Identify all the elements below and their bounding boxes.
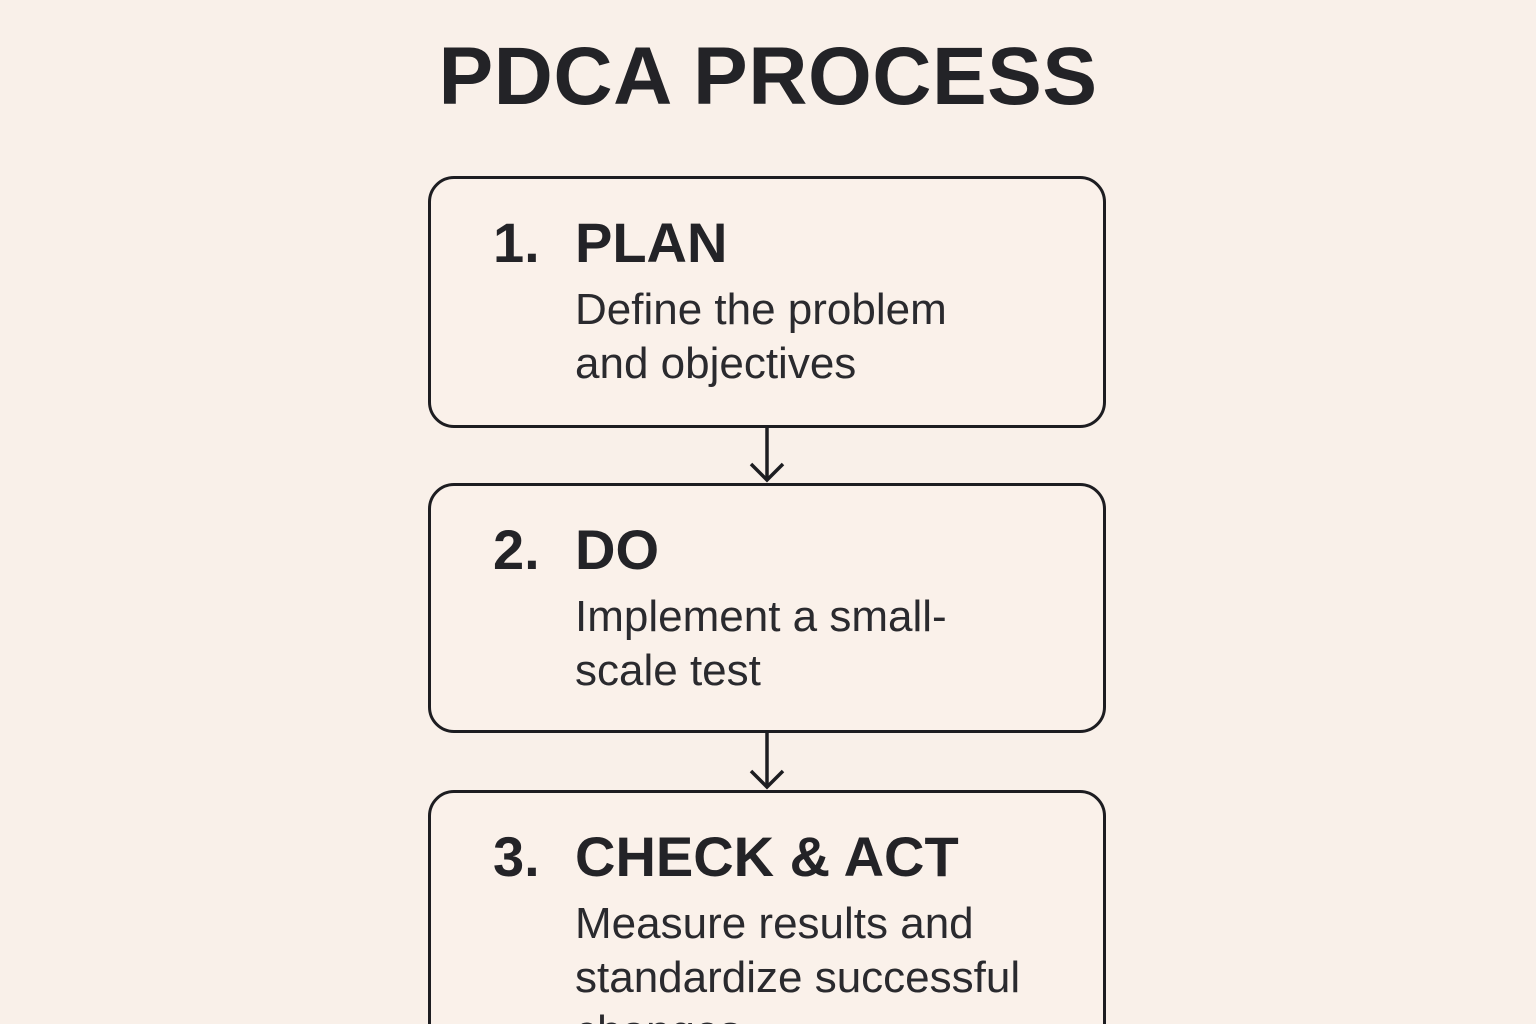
step-number: 3. [493,825,540,888]
step-label: PLAN [575,211,728,274]
step-label: CHECK & ACT [575,825,959,888]
description-line: scale test [575,646,761,696]
step-number: 1. [493,211,540,274]
description-line: changes [575,1005,1073,1024]
step-number: 2. [493,518,540,581]
step-heading: 2. DO [431,518,1103,582]
description-line: Implement a small- [575,592,947,642]
step-box-check-act: 3. CHECK & ACT Measure results and stand… [428,790,1106,1024]
arrow-down-icon [428,733,1106,790]
description-line: Define the problem [575,285,947,335]
page-title: PDCA PROCESS [438,31,1098,122]
description-line: standardize successful [575,953,1021,1003]
step-description: Measure results and standardize successf… [431,897,1103,1024]
step-description: Implement a small- scale test [431,590,1103,698]
arrow-down-icon [428,428,1106,483]
step-heading: 1. PLAN [431,211,1103,275]
step-label: DO [575,518,659,581]
description-line: and objectives [575,339,857,389]
step-box-do: 2. DO Implement a small- scale test [428,483,1106,733]
flowchart: 1. PLAN Define the problem and objective… [428,176,1106,1024]
step-heading: 3. CHECK & ACT [431,825,1103,889]
step-box-plan: 1. PLAN Define the problem and objective… [428,176,1106,428]
description-line: Measure results and [575,899,974,949]
step-description: Define the problem and objectives [431,283,1103,391]
